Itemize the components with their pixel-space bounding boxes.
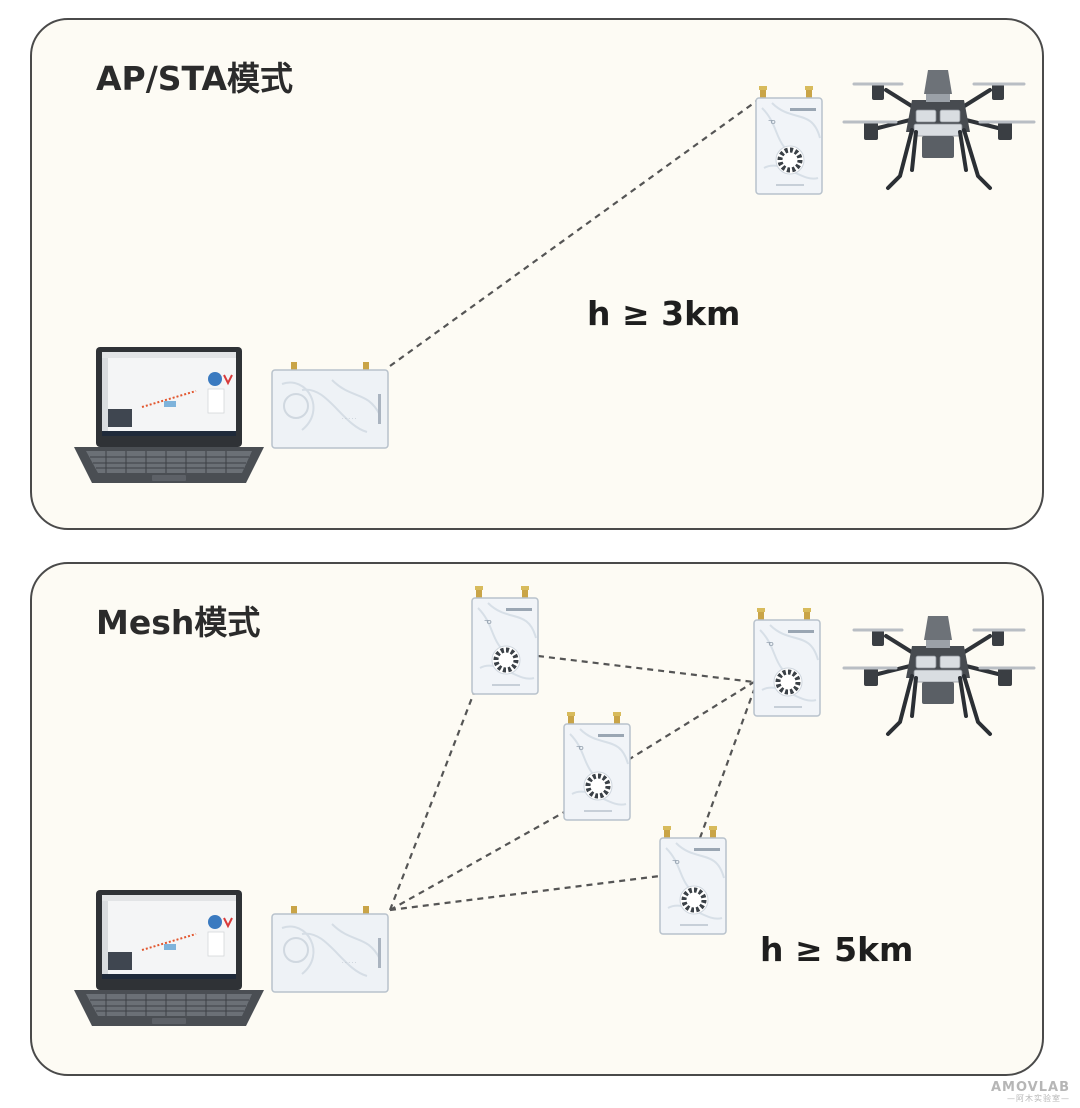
drone-icon [842, 614, 1036, 736]
air-radio-icon [754, 608, 820, 716]
mode-title: AP/STA模式 [96, 59, 294, 98]
laptop-icon [73, 346, 265, 484]
air-radio-icon [756, 86, 822, 194]
mode-title: Mesh模式 [96, 603, 261, 642]
range-label: h ≥ 3km [587, 294, 741, 333]
ground-radio-icon [271, 362, 389, 449]
mesh-link-lines [388, 654, 756, 912]
link-line [389, 99, 759, 367]
watermark-logo: AMOVLAB —阿木实验室— [990, 1079, 1070, 1104]
ground-radio-icon [271, 906, 389, 993]
drone-icon [842, 68, 1036, 190]
relay-radio-icon [564, 712, 630, 820]
relay-radio-icon [472, 586, 538, 694]
laptop-icon [73, 889, 265, 1027]
range-label: h ≥ 5km [760, 930, 914, 969]
watermark-sub: —阿木实验室— [1007, 1094, 1070, 1104]
relay-radio-icon [660, 826, 726, 934]
watermark-brand: AMOVLAB [990, 1079, 1070, 1095]
